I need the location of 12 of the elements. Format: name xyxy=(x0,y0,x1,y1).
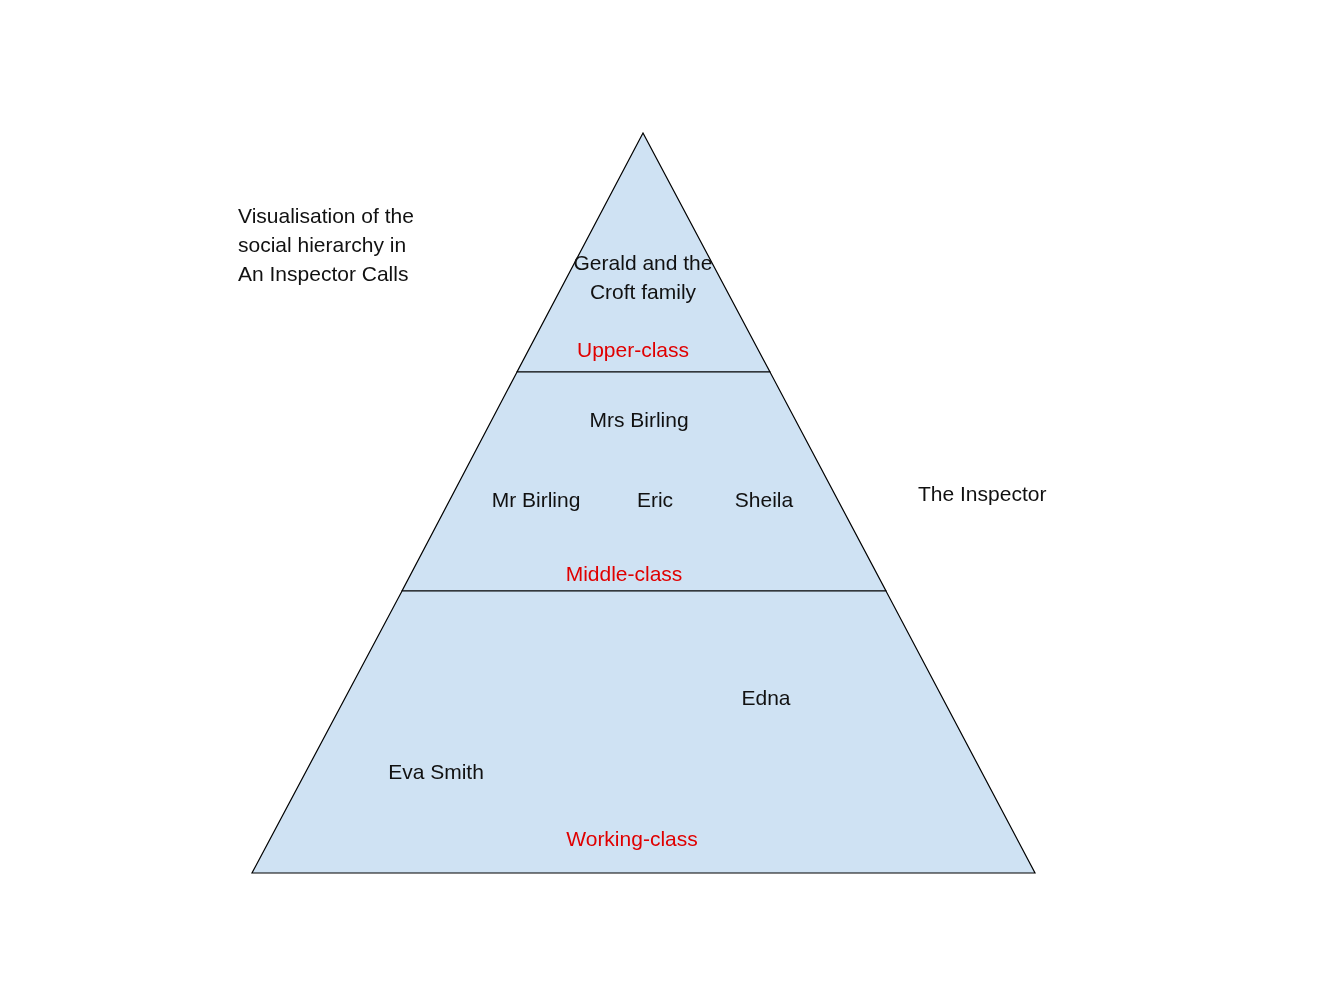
character-name: Edna xyxy=(741,684,791,711)
class-label: Middle-class xyxy=(565,560,683,587)
character-name: Mrs Birling xyxy=(589,406,689,433)
character-name: Eric xyxy=(636,486,674,513)
character-name: The Inspector xyxy=(918,481,1047,507)
character-name: Gerald and the Croft family xyxy=(572,250,714,305)
character-name: Eva Smith xyxy=(388,758,484,785)
class-label: Upper-class xyxy=(577,336,689,363)
character-name: Mr Birling xyxy=(491,486,581,513)
caption-text: Visualisation of the social hierarchy in An Inspector Calls xyxy=(238,203,415,287)
class-label: Working-class xyxy=(566,825,698,852)
character-name: Sheila xyxy=(734,486,794,513)
